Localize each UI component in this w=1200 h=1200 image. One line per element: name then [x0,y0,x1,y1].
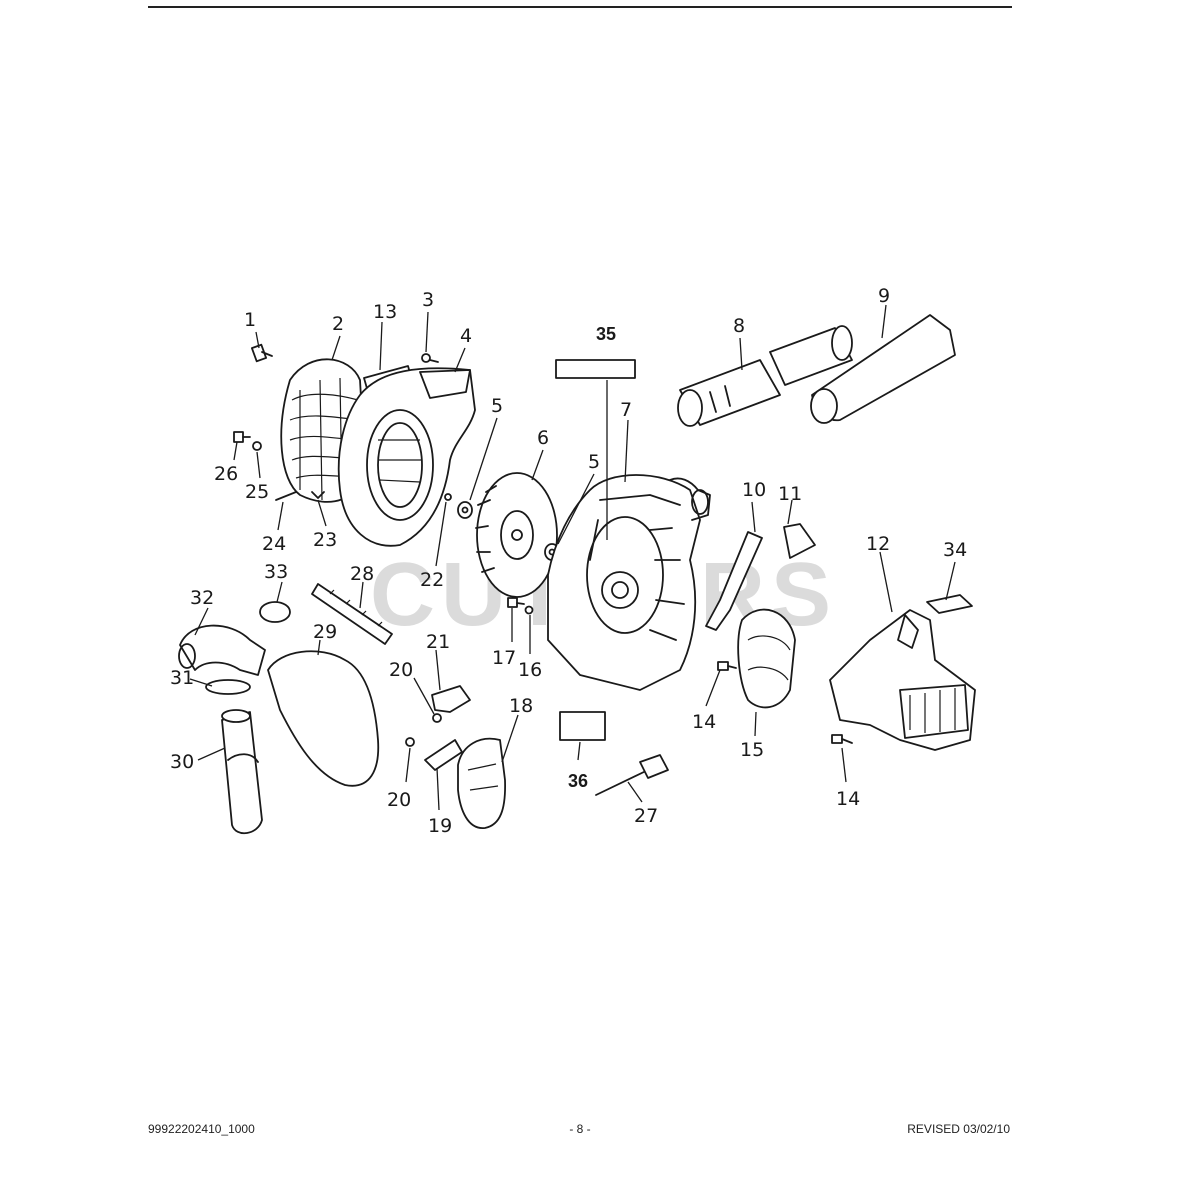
callout-1: 1 [244,309,256,331]
part-33-clamp-ring [259,601,291,623]
callout-18: 18 [509,695,533,717]
part-35-label [555,359,636,379]
callout-27: 27 [634,805,658,827]
part-17-screw [507,597,525,608]
part-3-clip [421,353,439,363]
part-11-filter [783,523,816,559]
part-20-screw-upper [432,713,442,723]
callout-17: 17 [492,647,516,669]
callout-35: 35 [596,324,616,344]
callout-25: 25 [245,481,269,503]
part-28-hose-strip [311,583,393,645]
part-19-throttle-lever [424,739,463,771]
callout-10: 10 [742,479,766,501]
part-9-nozzle [810,314,956,424]
part-24-pin [275,491,297,501]
callout-21: 21 [426,631,450,653]
part-21-bracket [431,685,471,713]
callout-20a: 20 [389,659,413,681]
callout-15: 15 [740,739,764,761]
part-29-collection-bag [267,650,380,787]
part-8-blower-tubes [677,325,853,427]
part-22-washer [444,493,452,501]
callout-14a: 14 [692,711,716,733]
part-34-label [926,594,973,614]
callout-12: 12 [866,533,890,555]
callout-36: 36 [568,771,588,791]
callout-4: 4 [460,325,472,347]
callout-6: 6 [537,427,549,449]
callout-16: 16 [518,659,542,681]
callout-22: 22 [420,569,444,591]
callout-3: 3 [422,289,434,311]
part-36-label [559,711,606,741]
callout-14b: 14 [836,788,860,810]
part-1-screw [251,343,273,363]
part-25-washer [252,441,262,451]
footer-revision-date: REVISED 03/02/10 [907,1122,1010,1136]
callout-34: 34 [943,539,967,561]
part-7-main-housing [547,474,711,691]
part-30-tube [221,709,263,834]
callout-20b: 20 [387,789,411,811]
part-14-screw-upper [717,661,737,671]
callout-8: 8 [733,315,745,337]
callout-29: 29 [313,621,337,643]
callout-32: 32 [190,587,214,609]
part-16-washer [524,605,534,615]
callout-11: 11 [778,483,802,505]
top-rule [148,6,1012,8]
part-14-screw-lower [831,734,853,744]
footer-page-number: - 8 - [569,1122,591,1136]
callout-9: 9 [878,285,890,307]
leader-lines [189,304,956,811]
part-5-washer-left [457,501,473,519]
callout-24: 24 [262,533,286,555]
callout-13: 13 [373,301,397,323]
callout-28: 28 [350,563,374,585]
part-31-clamp [205,679,251,695]
callout-19: 19 [428,815,452,837]
callout-2: 2 [332,313,344,335]
callout-7: 7 [620,399,632,421]
callout-26: 26 [214,463,238,485]
part-23-spring [311,491,325,499]
part-12-engine-assembly [829,609,976,751]
callout-33: 33 [264,561,288,583]
callout-30: 30 [170,751,194,773]
part-6-impeller [475,472,558,598]
part-20-screw-lower [405,737,415,747]
callout-numbers: 1 2 13 3 4 5 6 35 7 5 8 9 26 25 24 23 22… [170,285,967,837]
part-4-fan-housing-cover [337,367,476,547]
footer-document-number: 99922202410_1000 [148,1122,255,1136]
callout-23: 23 [313,529,337,551]
callout-5a: 5 [491,395,503,417]
part-18-handle [457,737,506,829]
part-26-screw [233,431,251,443]
part-10-gasket-strip [705,531,763,631]
part-27-wrench [595,754,669,796]
callout-31: 31 [170,667,194,689]
callout-5b: 5 [588,451,600,473]
part-15-cover [737,608,796,709]
